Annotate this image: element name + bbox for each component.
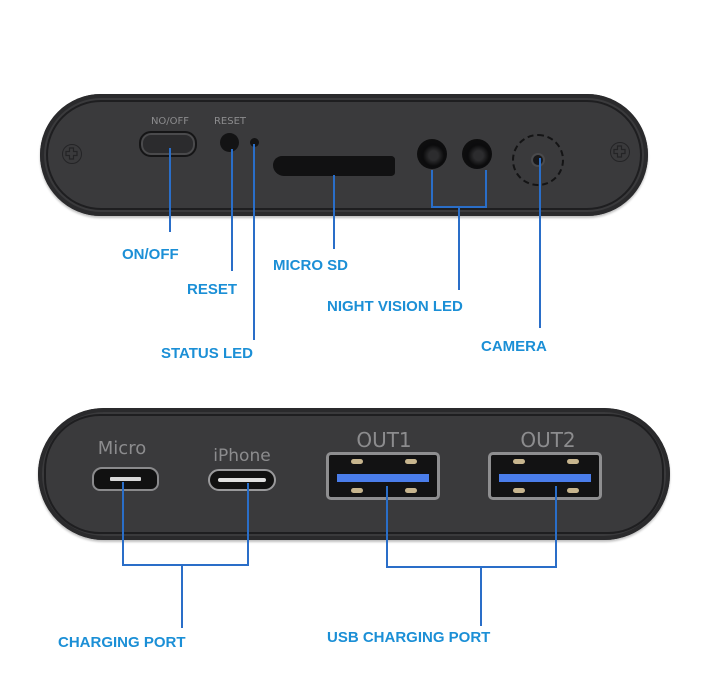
reset-button[interactable] — [220, 133, 239, 152]
leader-status-led — [253, 144, 255, 340]
iphone-embossed-label: iPhone — [213, 446, 271, 466]
usb-contact — [567, 488, 579, 493]
out1-embossed-label: OUT1 — [356, 428, 412, 452]
reset-embossed-label: RESET — [213, 116, 247, 127]
device-rim — [46, 100, 642, 210]
callout-night-vision-led: NIGHT VISION LED — [327, 298, 463, 315]
onoff-embossed-label: NO/OFF — [150, 116, 190, 127]
usb-contact — [351, 459, 363, 464]
callout-micro-sd: MICRO SD — [273, 257, 348, 274]
callout-status-led: STATUS LED — [161, 345, 253, 362]
leader-charging-bridge — [122, 564, 249, 566]
usb-contact — [405, 459, 417, 464]
lightning-pin — [217, 478, 267, 483]
camera-lens — [512, 134, 564, 186]
camera-icon — [533, 155, 543, 165]
leader-out2 — [555, 486, 557, 568]
leader-iphone — [247, 483, 249, 566]
lightning-port[interactable] — [208, 469, 276, 491]
usb-port-out1[interactable] — [326, 452, 440, 500]
usb-contact — [351, 488, 363, 493]
screw-right-icon — [610, 142, 630, 162]
callout-onoff: ON/OFF — [122, 246, 179, 263]
leader-ir-right — [485, 170, 487, 208]
usb-contact — [405, 488, 417, 493]
out2-embossed-label: OUT2 — [520, 428, 576, 452]
usb-port-out2[interactable] — [488, 452, 602, 500]
callout-camera: CAMERA — [481, 338, 547, 355]
callout-reset: RESET — [187, 281, 238, 298]
usb-tongue — [337, 474, 429, 482]
device-top-panel: NO/OFF RESET — [40, 94, 648, 216]
device-rim — [44, 414, 664, 534]
leader-reset — [231, 149, 233, 271]
leader-charging-port — [181, 564, 183, 628]
onoff-button[interactable] — [139, 131, 197, 157]
leader-micro-sd — [333, 175, 335, 249]
leader-ir-left — [431, 170, 433, 208]
micro-usb-port[interactable] — [92, 467, 159, 491]
usb-contact — [513, 488, 525, 493]
device-bottom-panel: Micro iPhone OUT1 OUT2 — [38, 408, 670, 540]
leader-out1 — [386, 486, 388, 568]
micro-embossed-label: Micro — [97, 438, 147, 459]
callout-charging-port: CHARGING PORT — [58, 634, 186, 651]
leader-night-vision — [458, 206, 460, 290]
usb-contact — [567, 459, 579, 464]
status-led — [250, 138, 259, 147]
screw-left-icon — [62, 144, 82, 164]
leader-camera — [539, 158, 541, 328]
usb-tongue — [499, 474, 591, 482]
callout-usb-charging-port: USB CHARGING PORT — [327, 629, 491, 646]
leader-usb-bridge — [386, 566, 557, 568]
leader-onoff — [169, 148, 171, 232]
micro-sd-slot[interactable] — [273, 156, 395, 176]
night-vision-led-left — [417, 139, 447, 169]
usb-contact — [513, 459, 525, 464]
micro-usb-pin — [109, 477, 142, 482]
leader-usb-charging-port — [480, 566, 482, 626]
leader-micro — [122, 482, 124, 566]
night-vision-led-right — [462, 139, 492, 169]
